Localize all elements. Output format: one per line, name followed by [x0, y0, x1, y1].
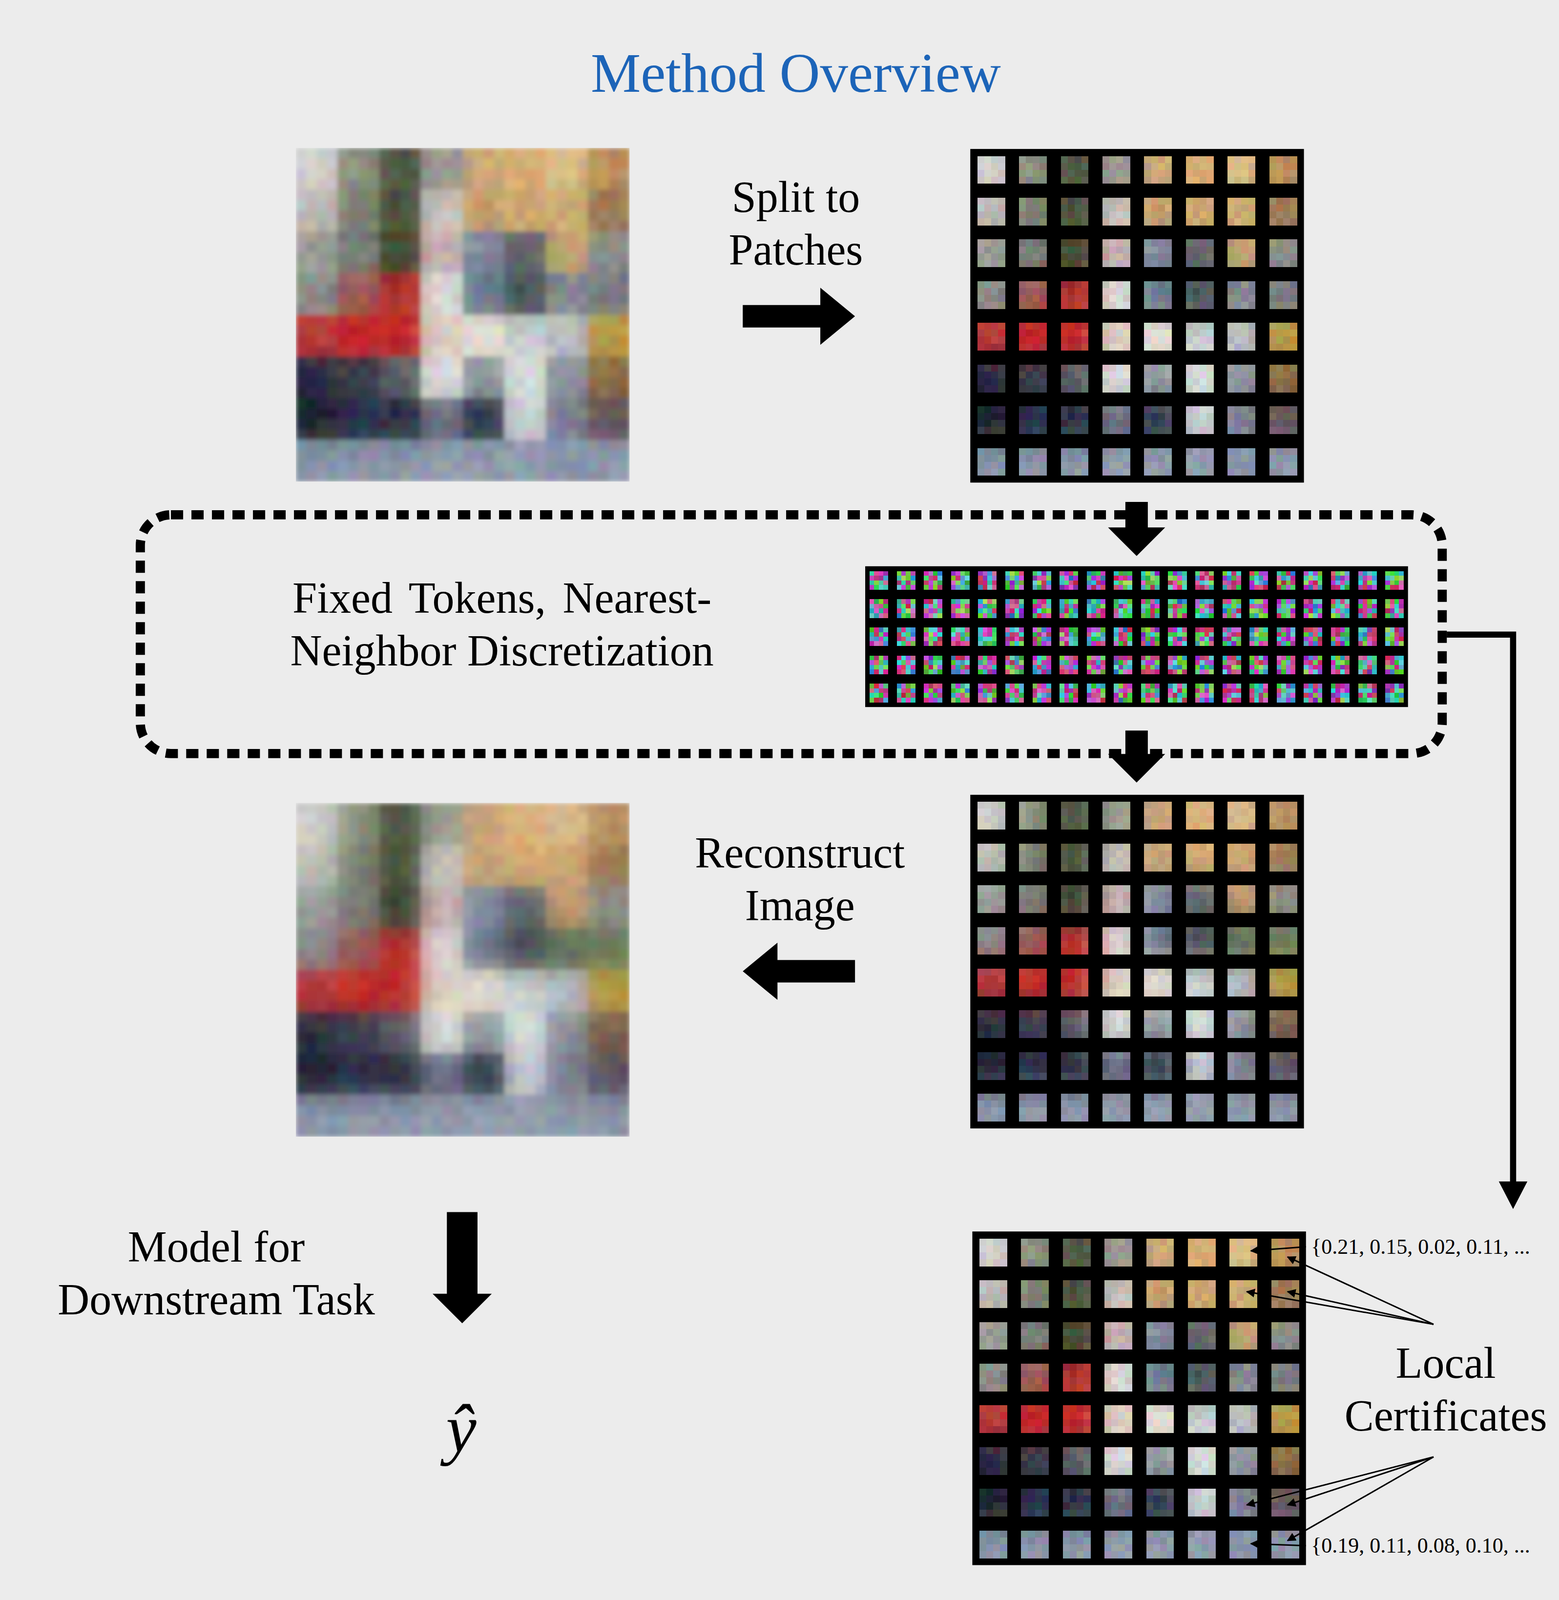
canvas: Method OverviewSplit to PatchesReconstru…: [0, 0, 1559, 1600]
